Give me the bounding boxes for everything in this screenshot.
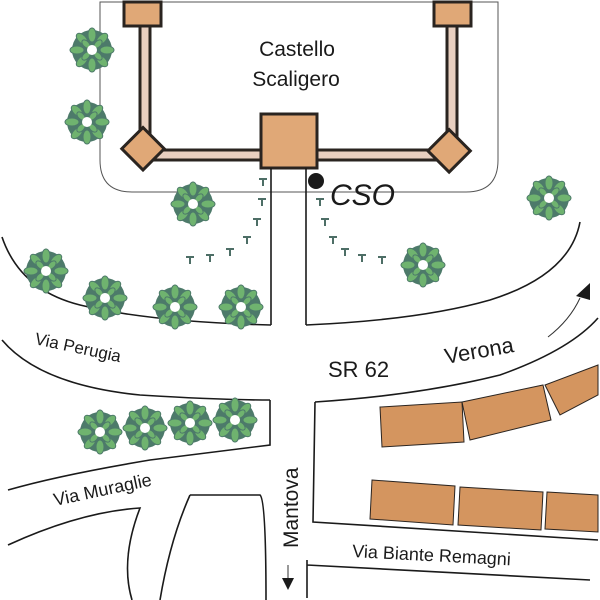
road-left-upper — [1, 236, 272, 326]
castle-grounds-outline — [99, 1, 499, 193]
tree — [69, 27, 115, 73]
via-biante-remagni-label: Via Biante Remagni — [352, 541, 512, 569]
gate-tower — [259, 112, 319, 170]
sr62-label: SR 62 — [328, 357, 389, 382]
cso-marker-icon[interactable] — [308, 173, 324, 189]
tree — [82, 275, 128, 321]
tree — [23, 248, 69, 294]
block-right-upper — [312, 401, 599, 541]
buildings — [369, 364, 599, 533]
tree — [400, 242, 446, 288]
block-right-lower — [306, 560, 591, 598]
mantova-label: Mantova — [280, 467, 303, 548]
tower-top-right — [432, 0, 473, 28]
tower-bottom-right — [425, 127, 473, 175]
via-muraglie-upper — [7, 400, 271, 491]
gate-road — [270, 168, 307, 325]
verona-arrow-line — [547, 297, 581, 338]
tower-bottom-left — [119, 125, 167, 173]
mantova-road-left-inner — [159, 494, 191, 600]
sr62-lower-right — [314, 317, 599, 403]
tree — [526, 175, 572, 221]
road-right-upper — [305, 221, 581, 326]
tree — [170, 181, 216, 227]
tree — [122, 405, 168, 451]
tree — [218, 284, 264, 330]
mantova-arrow-icon[interactable] — [282, 578, 294, 590]
tree — [77, 409, 123, 455]
verona-arrow-icon[interactable] — [576, 283, 590, 300]
mantova-road-left — [190, 494, 267, 600]
via-perugia-label: Via Perugia — [33, 329, 123, 366]
tree — [167, 400, 213, 446]
tree — [212, 397, 258, 443]
castle-label-line1: Castello — [259, 38, 335, 61]
tower-top-left — [122, 0, 163, 28]
via-muraglie-lower — [7, 507, 142, 600]
tree — [152, 284, 198, 330]
tree — [64, 99, 110, 145]
castle-label-line2: Scaligero — [252, 68, 340, 91]
cso-label[interactable]: CSO — [330, 179, 395, 212]
verona-label: Verona — [443, 332, 517, 369]
